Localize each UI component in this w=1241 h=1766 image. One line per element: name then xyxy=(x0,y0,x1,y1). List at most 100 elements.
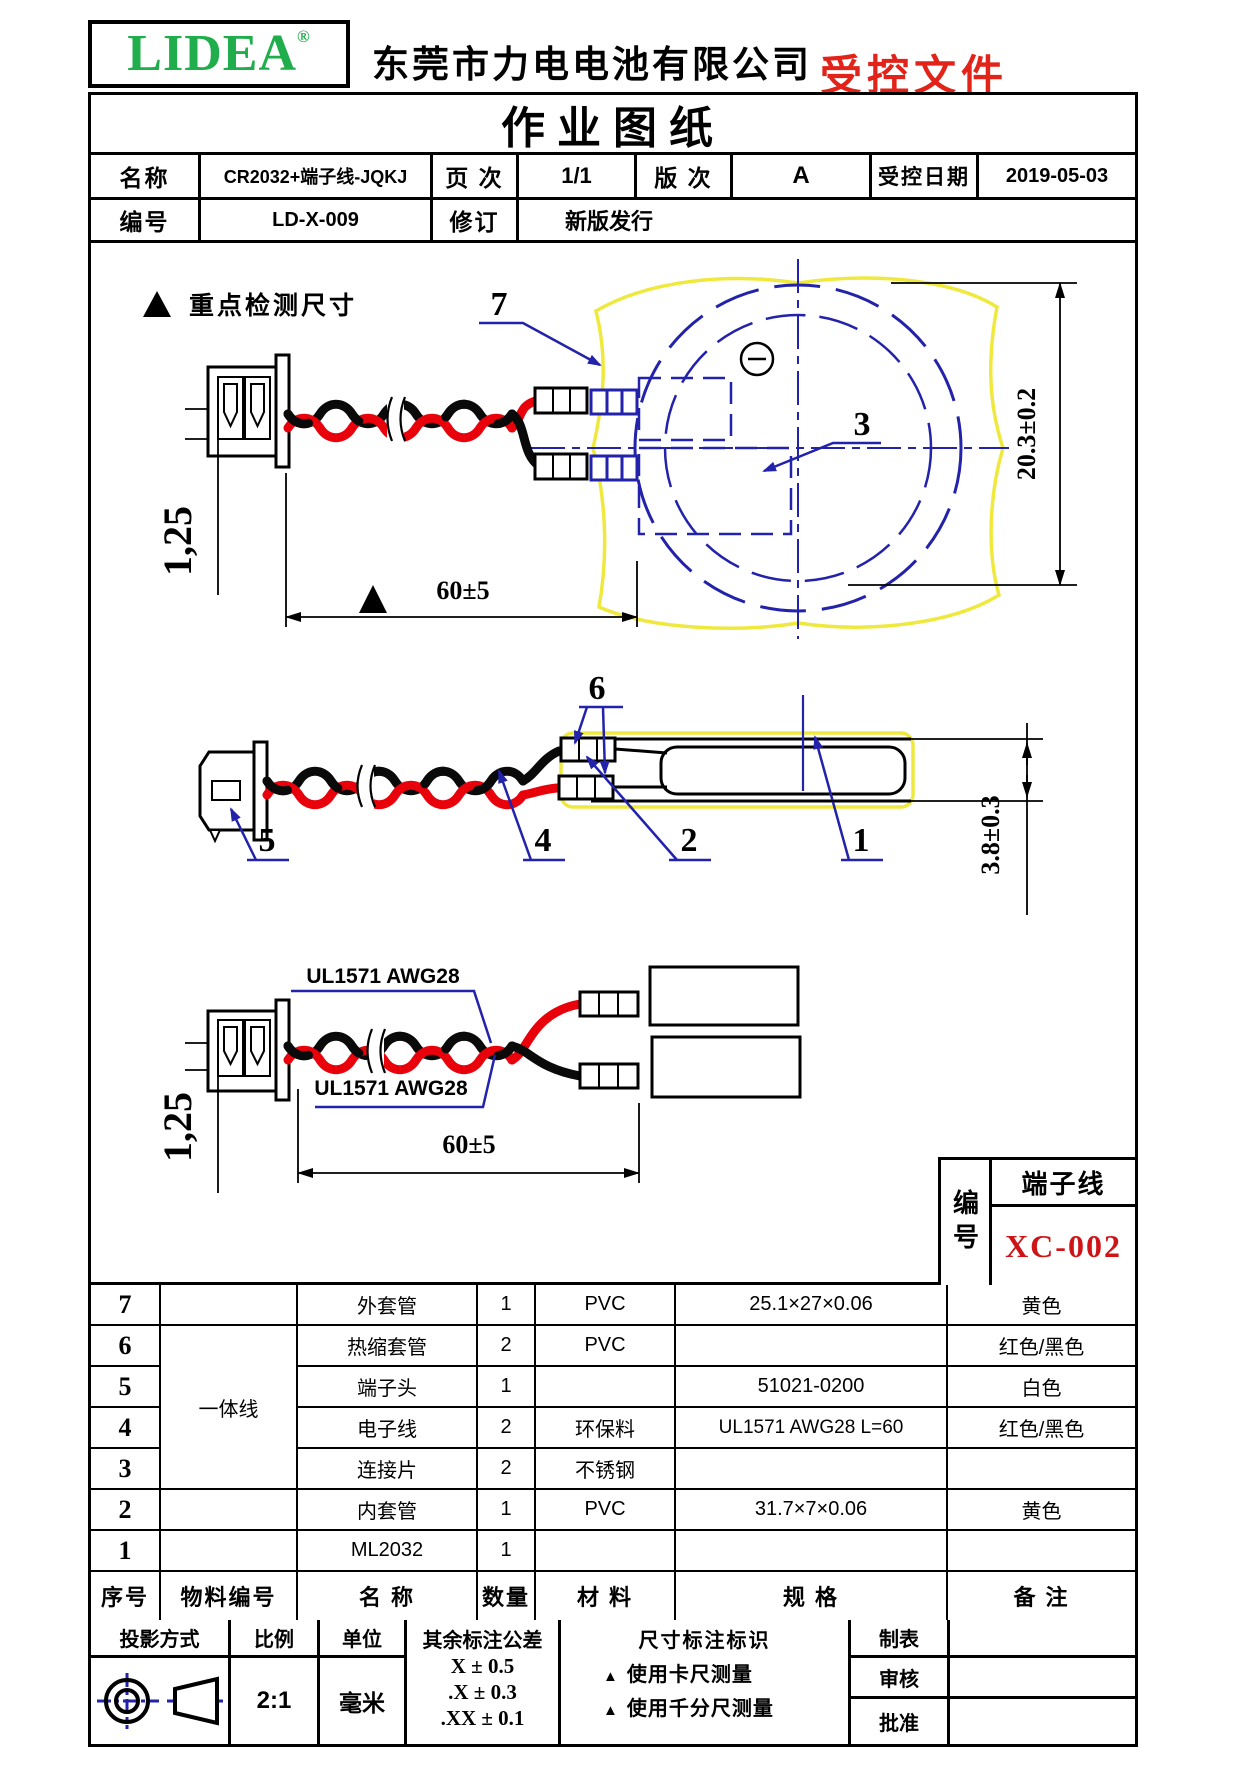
bom-row-no: 6 xyxy=(91,1326,161,1367)
dimension-diameter: 20.3±0.2 xyxy=(848,282,1077,586)
sleeve-outline-side xyxy=(559,731,915,809)
legend-text: 重点检测尺寸 xyxy=(189,291,357,320)
tolerance-cell: 其余标注公差 X ± 0.5 .X ± 0.3 .XX ± 0.1 xyxy=(407,1620,561,1744)
pitch-dimension: 1,25 xyxy=(155,506,200,576)
bom-qty: 1 xyxy=(478,1531,536,1572)
balloon-4-group: 4 xyxy=(497,769,565,862)
bom-row-no: 3 xyxy=(91,1449,161,1490)
dimension-60-bottom: 60±5 xyxy=(297,1089,640,1183)
dim-id-caliper: ▲使用卡尺测量 xyxy=(603,1658,753,1687)
bom-note: 黄色 xyxy=(948,1285,1135,1326)
company-name: 东莞市力电电池有限公司 xyxy=(372,44,812,85)
bom-spec: UL1571 AWG28 L=60 xyxy=(676,1408,948,1449)
first-angle-projection-icon xyxy=(96,1673,223,1729)
scale-label: 比例 xyxy=(231,1620,320,1658)
bom-material: PVC xyxy=(536,1285,676,1326)
footer-block: 投影方式 比例 2:1 单位 毫米 其余标注公差 X ± 0.5 .X ± 0.… xyxy=(91,1620,1135,1744)
pitch-dimension-2: 1,25 xyxy=(155,1092,200,1162)
reviewer-value xyxy=(950,1658,1135,1699)
bom-header-no: 序号 xyxy=(91,1572,161,1620)
tolerance-x2: .XX ± 0.1 xyxy=(440,1706,525,1730)
bom-header-qty: 数量 xyxy=(478,1572,536,1620)
bom-material: PVC xyxy=(536,1326,676,1367)
bom-header-material: 材 料 xyxy=(536,1572,676,1620)
bom-spec xyxy=(676,1326,948,1367)
leader-7 xyxy=(479,321,602,367)
bom-spec xyxy=(676,1449,948,1490)
diameter-dimension: 20.3±0.2 xyxy=(1012,388,1041,480)
balloon-5-group: 5 xyxy=(229,807,289,862)
crimp-terminals-bottom-view xyxy=(578,990,640,1090)
crimp-terminals-side-view xyxy=(557,736,668,801)
leader-wire-spec-top xyxy=(291,989,493,1044)
balloon-2: 2 xyxy=(681,822,698,859)
name-value: CR2032+端子线-JQKJ xyxy=(201,155,433,200)
page-label: 页 次 xyxy=(433,155,519,200)
dim-id-label: 尺寸标注标识 xyxy=(638,1630,771,1652)
tolerance-x: X ± 0.5 xyxy=(450,1654,515,1678)
scale-value: 2:1 xyxy=(231,1658,320,1744)
balloon-2-group: 2 xyxy=(585,755,711,862)
wire-spec-label-bottom: UL1571 AWG28 xyxy=(314,1077,468,1100)
drawing-area: 重点检测尺寸 xyxy=(91,243,1135,1285)
outer-sleeve-outline xyxy=(591,276,1005,630)
bom-material: 环保料 xyxy=(536,1408,676,1449)
bom-note: 红色/黑色 xyxy=(948,1408,1135,1449)
bom-part-name: 电子线 xyxy=(298,1408,478,1449)
unit-value: 毫米 xyxy=(320,1658,407,1744)
registered-mark-icon: ® xyxy=(297,27,311,46)
balloon-1: 1 xyxy=(853,822,870,859)
bom-part-name: 内套管 xyxy=(298,1490,478,1531)
bom-qty: 1 xyxy=(478,1490,536,1531)
leader-3 xyxy=(762,441,881,473)
sheet-title: 作业图纸 xyxy=(91,95,1135,155)
twisted-wire-pair-bottom xyxy=(283,999,585,1081)
drawing-sheet: 作业图纸 名称 CR2032+端子线-JQKJ 页 次 1/1 版 次 A 受控… xyxy=(88,92,1138,1747)
twisted-wire-pair-side xyxy=(262,746,564,810)
wire-break-mark-side xyxy=(356,764,377,809)
connection-tab-upper xyxy=(648,965,800,1027)
leader-6a xyxy=(573,706,589,745)
inspection-legend: 重点检测尺寸 xyxy=(143,291,357,320)
bom-qty: 2 xyxy=(478,1408,536,1449)
balloon-5: 5 xyxy=(259,822,276,859)
control-date-value: 2019-05-03 xyxy=(979,155,1135,200)
contact-plate-lower xyxy=(637,446,793,536)
bom-part-name: 端子头 xyxy=(298,1367,478,1408)
terminal-sockets xyxy=(589,388,639,482)
length-dimension-bottom: 60±5 xyxy=(442,1130,495,1159)
twisted-wire-pair xyxy=(283,395,544,471)
bom-header-name: 名 称 xyxy=(298,1572,478,1620)
connection-tab-lower xyxy=(650,1035,802,1099)
leader-6b xyxy=(599,706,610,775)
tolerance-label: 其余标注公差 xyxy=(422,1630,543,1652)
projection-label: 投影方式 xyxy=(91,1620,231,1658)
wire-break-mark-bottom xyxy=(366,1028,387,1075)
bom-header-spec: 规 格 xyxy=(676,1572,948,1620)
connector-front-view xyxy=(206,353,291,469)
company-logo: LIDEA® xyxy=(88,20,350,88)
bom-note: 白色 xyxy=(948,1367,1135,1408)
balloon-6: 6 xyxy=(589,670,606,707)
view-side: 6 5 4 2 xyxy=(198,670,1043,915)
bom-material xyxy=(536,1367,676,1408)
micrometer-text: 使用千分尺测量 xyxy=(626,1698,774,1720)
approver-value xyxy=(950,1699,1135,1744)
amendment-value: 新版发行 xyxy=(519,200,1135,243)
bom-note xyxy=(948,1449,1135,1490)
bom-material-code xyxy=(161,1531,298,1572)
view-wire-assembly: 1,25 xyxy=(155,965,802,1193)
bom-header-material-code: 物料编号 xyxy=(161,1572,298,1620)
bom-note: 红色/黑色 xyxy=(948,1326,1135,1367)
bom-material: PVC xyxy=(536,1490,676,1531)
technical-drawing: 重点检测尺寸 xyxy=(143,259,1077,1193)
page-value: 1/1 xyxy=(519,155,637,200)
balloon-4: 4 xyxy=(535,822,552,859)
dim-id-micrometer: ▲使用千分尺测量 xyxy=(603,1692,774,1721)
leader-wire-spec-bottom xyxy=(315,1054,497,1109)
bom-table: 7 外套管 1 PVC 25.1×27×0.06 黄色 6 一体线 热缩套管 2… xyxy=(91,1285,1135,1620)
bom-spec xyxy=(676,1531,948,1572)
bom-row-no: 1 xyxy=(91,1531,161,1572)
key-dim-triangle-icon xyxy=(359,585,387,613)
